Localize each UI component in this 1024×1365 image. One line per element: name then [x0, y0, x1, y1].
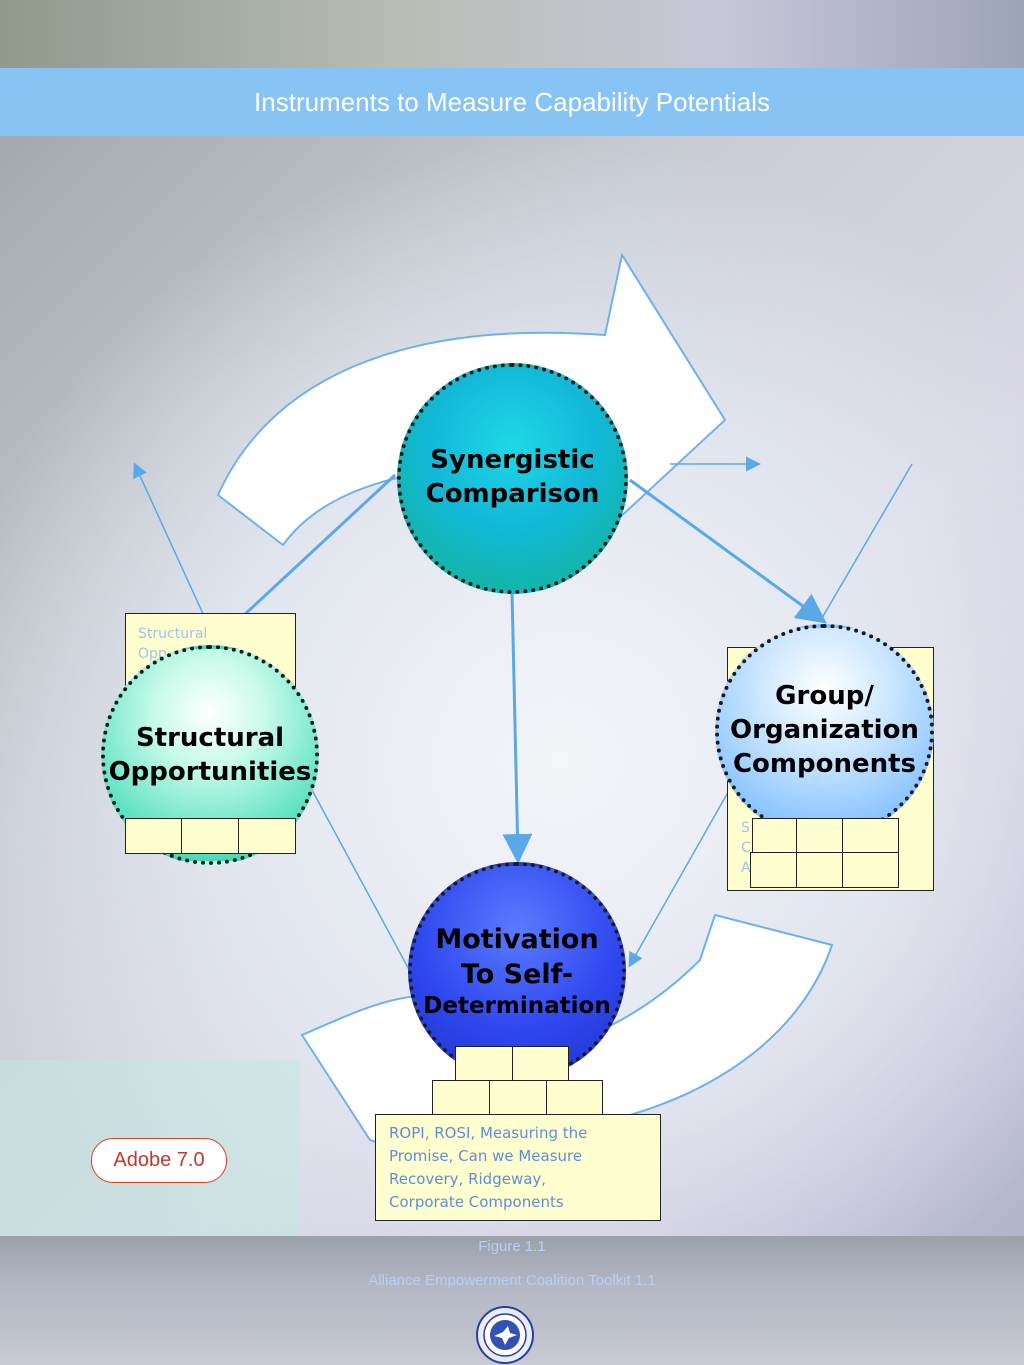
coalition-logo-icon: [476, 1306, 534, 1364]
node-label-line: Opportunities: [108, 756, 312, 787]
motivation-self-determination-node: [408, 862, 626, 1080]
connector-to-group: [629, 478, 827, 624]
node-label-line: Group/: [775, 681, 874, 711]
brick: [238, 818, 296, 854]
group-note-line: A: [741, 860, 751, 876]
thin-line-structural-to-motivation: [311, 789, 413, 976]
synergistic-comparison-label: Synergistic Comparison: [397, 444, 628, 512]
node-label-line: Motivation: [435, 924, 599, 955]
group-organization-components-label: Group/ Organization Components: [712, 680, 937, 781]
node-label-line: Organization: [730, 714, 919, 745]
group-note-text: S C A: [741, 818, 751, 878]
motivation-note-box: [375, 1114, 661, 1221]
brick: [512, 1046, 569, 1082]
node-label-line: Comparison: [425, 478, 600, 509]
structural-note-line: Structural: [138, 626, 208, 642]
node-label-line: Components: [732, 748, 917, 779]
structural-opportunities-label: Structural Opportunities: [96, 722, 324, 790]
motivation-note-line: ROPI, ROSI, Measuring the: [389, 1124, 588, 1142]
motivation-note-line: Promise, Can we Measure: [389, 1147, 583, 1165]
connector-to-motivation: [502, 591, 533, 864]
brick: [750, 852, 798, 888]
thin-line-right: [821, 463, 913, 619]
title-bar: [0, 68, 1024, 136]
brick: [546, 1080, 603, 1116]
node-label-line: Structural: [135, 723, 285, 753]
motivation-note-text: ROPI, ROSI, Measuring the Promise, Can w…: [389, 1122, 587, 1214]
brick: [842, 818, 899, 854]
page-title: Instruments to Measure Capability Potent…: [254, 87, 770, 117]
thin-line-left: [133, 462, 216, 641]
node-label-line: Synergistic: [430, 445, 595, 475]
group-note-line: C: [741, 840, 751, 856]
motivation-note-line: Recovery, Ridgeway,: [389, 1170, 547, 1188]
brick: [842, 852, 899, 888]
synergistic-comparison-node: [397, 363, 628, 594]
motivation-note-line: Corporate Components: [389, 1193, 564, 1211]
brick: [796, 852, 844, 888]
background-light-band: [0, 0, 1024, 68]
brick: [181, 818, 240, 854]
adobe-version-button[interactable]: Adobe 7.0: [91, 1138, 227, 1183]
node-label-line: To Self-: [460, 959, 574, 991]
thin-line-group-to-motivation: [628, 779, 736, 968]
group-note-line: S: [741, 820, 750, 836]
brick: [752, 818, 798, 854]
node-label-line: Determination: [423, 993, 611, 1020]
figure-caption: Alliance Empowerment Coalition Toolkit 1…: [368, 1272, 656, 1289]
brick: [455, 1046, 514, 1082]
brick: [432, 1080, 491, 1116]
brick: [489, 1080, 548, 1116]
figure-label: Figure 1.1: [478, 1238, 546, 1255]
brick: [796, 818, 844, 854]
motivation-self-determination-label: Motivation To Self- Determination: [404, 922, 630, 1022]
brick: [125, 818, 183, 854]
